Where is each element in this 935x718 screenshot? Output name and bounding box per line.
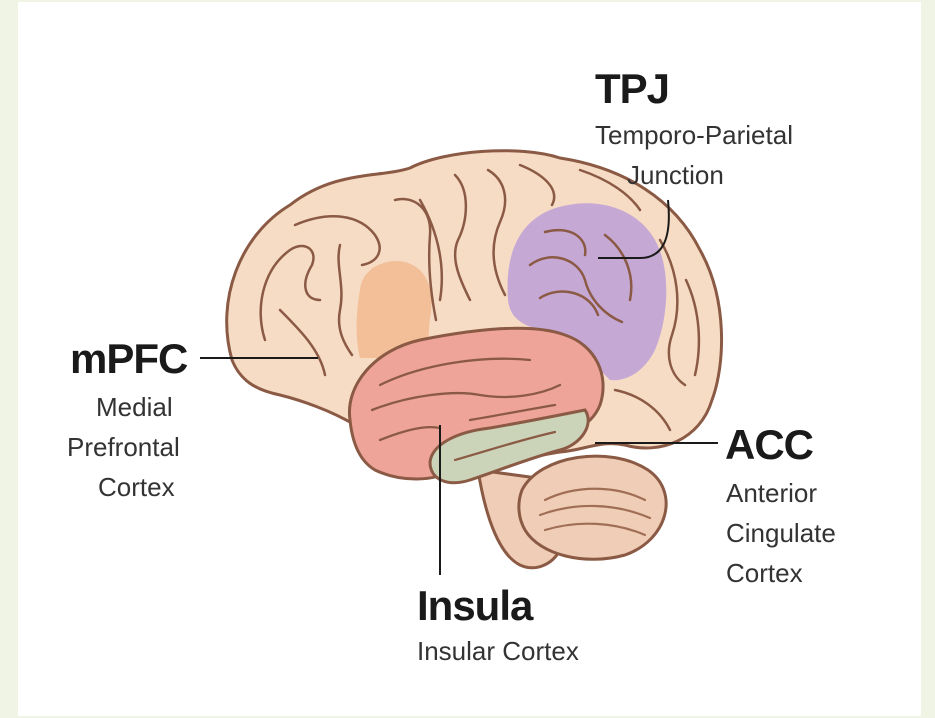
acc-abbreviation: ACC [725, 424, 813, 466]
mpfc-abbreviation: mPFC [70, 338, 187, 380]
acc-full-name-line-2: Cingulate [726, 513, 836, 553]
tpj-full-name-line-1: Temporo-Parietal [595, 115, 793, 155]
tpj-full-name-line-2: Junction [627, 155, 724, 195]
insula-abbreviation: Insula [417, 585, 532, 627]
acc-full-name-line-1: Anterior [726, 473, 817, 513]
cerebellum [519, 456, 666, 559]
insula-full-name: Insular Cortex [417, 631, 579, 671]
mpfc-full-name-line-1: Medial [96, 387, 173, 427]
tpj-abbreviation: TPJ [595, 68, 669, 110]
mpfc-full-name-line-3: Cortex [98, 467, 175, 507]
acc-full-name-line-3: Cortex [726, 553, 803, 593]
mpfc-full-name-line-2: Prefrontal [67, 427, 180, 467]
